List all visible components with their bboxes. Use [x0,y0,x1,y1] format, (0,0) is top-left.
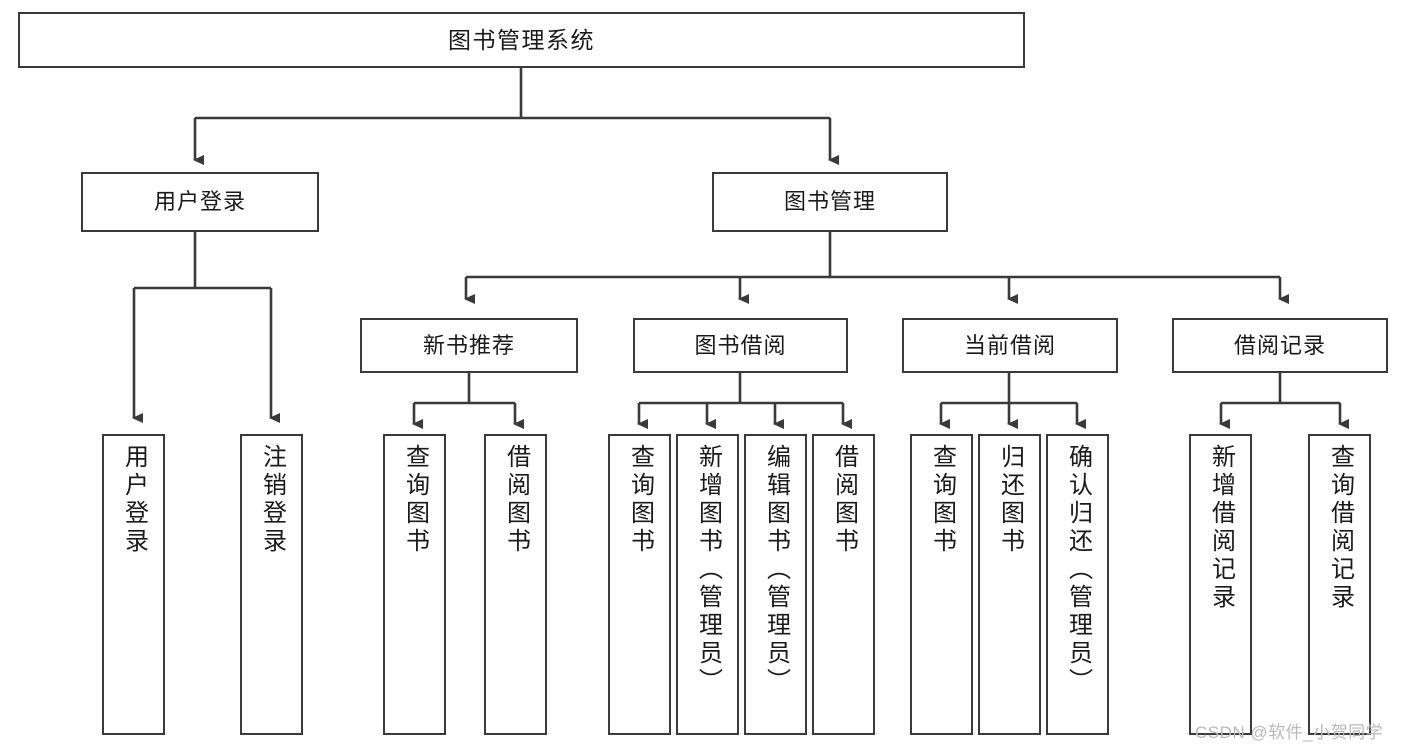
node-label: 查询图书 [626,444,654,556]
watermark-text: CSDN @软件_小贺同学 [1195,723,1384,742]
node-current-borrow[interactable]: 当前借阅 [902,318,1118,373]
node-label: 新增借阅记录 [1207,444,1235,612]
node-label: 归还图书 [996,444,1024,556]
node-label: 用户登录 [120,444,148,556]
node-label: 借阅图书 [502,444,530,556]
leaf-borrow-query-book[interactable]: 查询图书 [608,434,671,735]
leaf-record-add-record[interactable]: 新增借阅记录 [1189,434,1252,735]
leaf-borrow-borrow-book[interactable]: 借阅图书 [812,434,875,735]
csdn-watermark: CSDN @软件_小贺同学 [1195,718,1383,743]
leaf-current-confirm-return[interactable]: 确认归还（管理员） [1046,434,1109,735]
leaf-current-query-book[interactable]: 查询图书 [910,434,973,735]
node-label: 新书推荐 [422,332,515,358]
node-label: 查询借阅记录 [1326,444,1354,612]
node-label: 借阅图书 [830,444,858,556]
leaf-borrow-add-book[interactable]: 新增图书（管理员） [676,434,739,735]
node-new-book-recommend[interactable]: 新书推荐 [360,318,578,373]
node-root-system[interactable]: 图书管理系统 [18,12,1025,68]
node-book-management[interactable]: 图书管理 [712,172,948,232]
node-label: 当前借阅 [963,332,1056,358]
node-label: 图书管理系统 [448,26,595,53]
leaf-record-query-record[interactable]: 查询借阅记录 [1308,434,1371,735]
node-user-login[interactable]: 用户登录 [81,172,319,232]
node-label: 借阅记录 [1233,332,1326,358]
node-label: 新增图书（管理员） [694,444,722,696]
node-label: 编辑图书（管理员） [762,444,790,696]
leaf-user-login[interactable]: 用户登录 [102,434,165,735]
node-label: 查询图书 [401,444,429,556]
node-label: 图书管理 [783,189,876,215]
leaf-user-logout[interactable]: 注销登录 [240,434,303,735]
node-label: 注销登录 [258,444,286,556]
node-book-borrow[interactable]: 图书借阅 [633,318,848,373]
node-borrow-record[interactable]: 借阅记录 [1172,318,1388,373]
leaf-recommend-query-book[interactable]: 查询图书 [383,434,446,735]
leaf-current-return-book[interactable]: 归还图书 [978,434,1041,735]
leaf-borrow-edit-book[interactable]: 编辑图书（管理员） [744,434,807,735]
node-label: 查询图书 [928,444,956,556]
node-label: 图书借阅 [694,332,787,358]
leaf-recommend-borrow-book[interactable]: 借阅图书 [484,434,547,735]
node-label: 用户登录 [153,189,246,215]
node-label: 确认归还（管理员） [1064,444,1092,696]
